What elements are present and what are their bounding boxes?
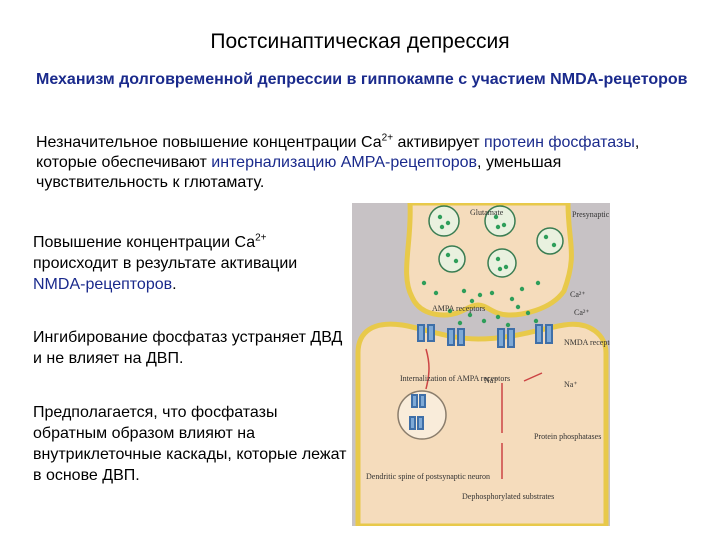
page-title: Постсинаптическая депрессия (210, 30, 510, 53)
b1-text-2: происходит в результате активации (33, 255, 298, 272)
ampa-receptor (417, 324, 425, 342)
label-na2: Na⁺ (564, 380, 578, 389)
vesicle (536, 227, 564, 255)
intro-sup: 2+ (381, 132, 394, 144)
label-ca2: Ca²⁺ (574, 308, 590, 317)
vesicle (484, 205, 516, 237)
b1-text-1: Повышение концентрации Са (33, 234, 256, 251)
label-internalization: Internalization of AMPA receptors (400, 374, 510, 383)
intro-paragraph: Незначительное повышение концентрации Са… (36, 133, 696, 193)
label-na1: Na⁺ (484, 376, 498, 385)
b1-sup: 2+ (255, 232, 267, 244)
label-protein-phosphatase: Protein phosphatases (534, 432, 601, 441)
glutamate-dots (421, 214, 557, 328)
text-block-calcium: Повышение концентрации Са2+ происходит в… (33, 232, 348, 295)
label-ca1: Ca²⁺ (570, 290, 586, 299)
membrane-receptors (417, 324, 553, 348)
b1-text-3: . (172, 276, 177, 293)
subtitle: Механизм долговременной депрессии в гипп… (36, 71, 688, 88)
nmda-receptor (535, 324, 543, 344)
vesicle (428, 205, 460, 237)
intro-text-3: , которые обеспечивают (36, 134, 640, 171)
vesicle (438, 245, 466, 273)
intro-highlight-internalization: интернализацию АМРА-рецепторов (211, 154, 478, 171)
b1-highlight-nmda: NMDA-рецепторов (33, 276, 173, 293)
ampa-receptor (507, 328, 515, 348)
internalized-receptors (409, 394, 426, 430)
nmda-receptor (545, 324, 553, 344)
internalization-arrow (425, 348, 430, 390)
ampa-receptor (457, 328, 465, 346)
label-nmda: NMDA receptor (564, 338, 610, 347)
ampa-receptor (447, 328, 455, 346)
label-ampa: AMPA receptors (432, 304, 485, 313)
label-glutamate: Glutamate (470, 208, 504, 217)
label-dephospho: Dephosphorylated substrates (462, 492, 554, 501)
intro-text-1: Незначительное повышение концентрации Са (36, 134, 382, 151)
text-block-inhibition: Ингибирование фосфатаз устраняет ДВД и н… (33, 329, 343, 367)
label-dendritic: Dendritic spine of postsynaptic neuron (366, 472, 490, 481)
dendritic-spine (355, 321, 609, 526)
synapse-figure: Glutamate Presynaptic terminal AMPA rece… (352, 203, 610, 526)
vesicle (487, 248, 517, 278)
label-presynaptic: Presynaptic terminal (572, 210, 610, 219)
intro-text-2: активирует (393, 134, 484, 151)
intro-text-4: , уменьшая чувствительность к глютамату. (36, 154, 562, 191)
vesicles (428, 205, 564, 278)
ampa-receptor (427, 324, 435, 342)
intro-highlight-phosphatase: протеин фосфатазы (483, 134, 635, 151)
ampa-receptor (497, 328, 505, 348)
cascade-arrows (501, 372, 543, 479)
text-block-cascades: Предполагается, что фосфатазы обратным о… (33, 404, 347, 484)
